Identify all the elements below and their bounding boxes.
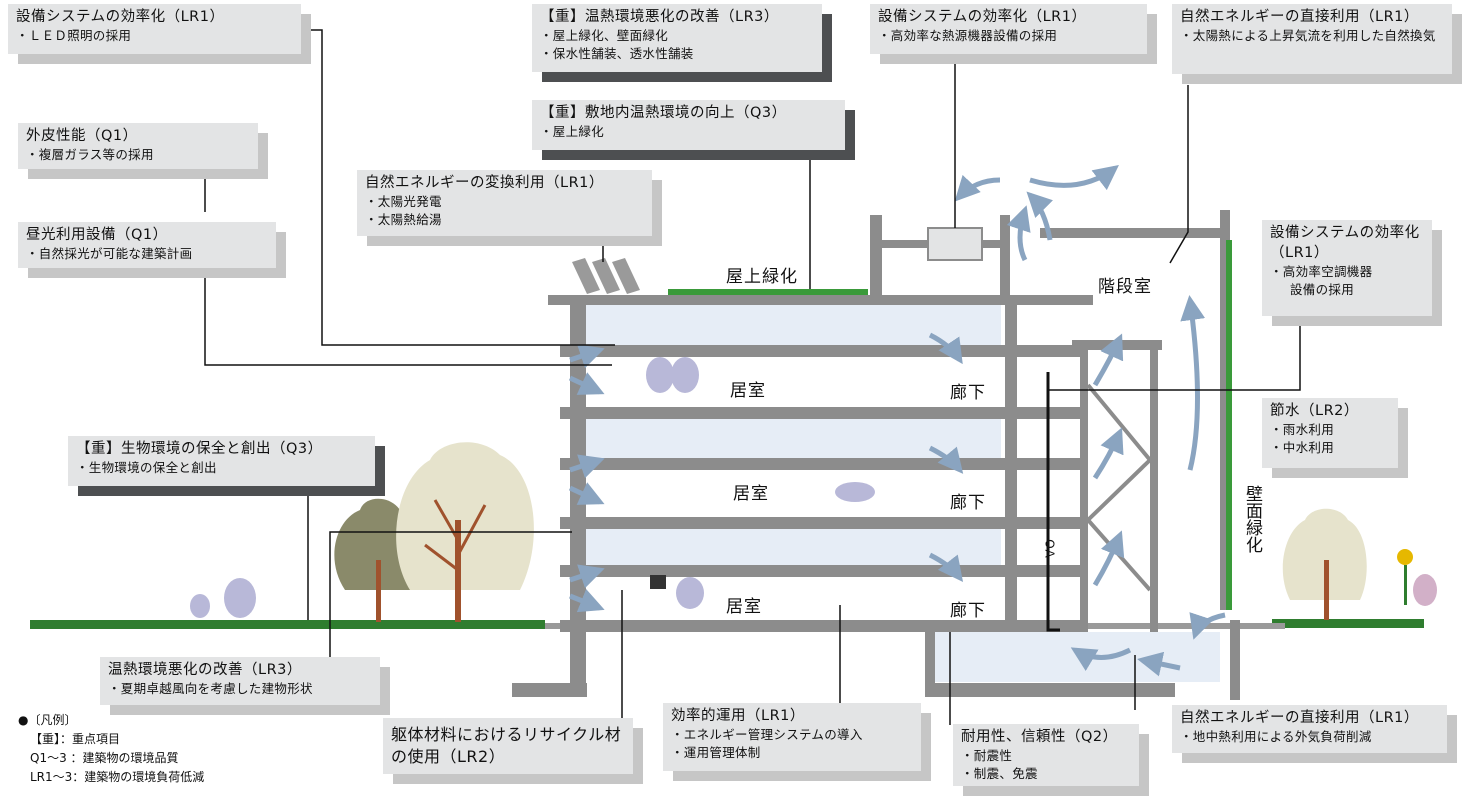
label-room-1: 居室 xyxy=(730,381,766,401)
callout-line: ・エネルギー管理システムの導入 xyxy=(671,727,863,742)
callout-heat-source: 設備システムの効率化（LR1） ・高効率な熱源機器設備の採用 xyxy=(870,4,1157,64)
callout-title: 昼光利用設備（Q1） xyxy=(26,227,168,243)
callout-line: ・ＬＥＤ照明の採用 xyxy=(16,28,132,43)
callout-daylight: 昼光利用設備（Q1） ・自然採光が可能な建築計画 xyxy=(18,222,286,278)
callout-operation: 効率的運用（LR1） ・エネルギー管理システムの導入 ・運用管理体制 xyxy=(663,703,931,781)
oa-duct xyxy=(1046,372,1060,632)
callout-line: ・太陽光発電 xyxy=(365,194,442,209)
legend-item: Q1～3 ：建築物の環境品質 xyxy=(30,751,179,765)
label-oa: OA xyxy=(1042,539,1057,559)
airflow-arrows xyxy=(568,164,1226,677)
label-room-3: 居室 xyxy=(726,597,762,617)
callout-site-thermal: 【重】敷地内温熱環境の向上（Q3） ・屋上緑化 xyxy=(532,100,855,160)
legend-header: ●〔凡例〕 xyxy=(18,713,77,727)
solar-panels xyxy=(572,258,640,294)
callout-line: ・太陽熱による上昇気流を利用した自然換気 xyxy=(1180,28,1436,43)
callout-title: 節水（LR2） xyxy=(1270,403,1359,419)
tree-light xyxy=(396,442,534,622)
pigeon-characters xyxy=(190,357,1437,618)
callout-title: 温熱環境悪化の改善（LR3） xyxy=(108,662,302,678)
callout-envelope: 外皮性能（Q1） ・複層ガラス等の採用 xyxy=(18,123,268,179)
callout-title: 外皮性能（Q1） xyxy=(26,128,138,144)
tree-right xyxy=(1282,508,1367,620)
callout-hvac: 設備システムの効率化（LR1） ・高効率空調機器 設備の採用 xyxy=(1262,220,1442,326)
label-stairwell: 階段室 xyxy=(1098,277,1152,297)
label-corridor-2: 廊下 xyxy=(950,493,986,513)
callout-solar: 自然エネルギーの変換利用（LR1） ・太陽光発電 ・太陽熱給湯 xyxy=(357,170,662,246)
callout-title: 耐用性、信頼性（Q2） xyxy=(961,729,1118,745)
callout-title: 自然エネルギーの変換利用（LR1） xyxy=(365,175,604,191)
callout-line: ・生物環境の保全と創出 xyxy=(76,460,217,475)
callout-title: 効率的運用（LR1） xyxy=(671,708,805,724)
callout-heat-island: 【重】温熱環境悪化の改善（LR3） ・屋上緑化、壁面緑化 ・保水性舗装、透水性舗… xyxy=(532,4,832,82)
rooftop-heat-source xyxy=(927,227,983,261)
callout-line: ・雨水利用 xyxy=(1270,422,1335,437)
callout-title: 設備システムの効率化（LR1） xyxy=(878,9,1087,25)
callout-line: ・太陽熱給湯 xyxy=(365,212,442,227)
callout-wind: 温熱環境悪化の改善（LR3） ・夏期卓越風向を考慮した建物形状 xyxy=(100,657,390,715)
callout-line: ・自然採光が可能な建築計画 xyxy=(26,246,193,261)
label-wall-greening: 壁面緑化 xyxy=(1242,485,1262,553)
callout-line: ・制震、免震 xyxy=(961,766,1038,781)
callout-title: 自然エネルギーの直接利用（LR1） xyxy=(1180,710,1419,726)
callout-line: ・保水性舗装、透水性舗装 xyxy=(540,46,694,61)
callout-water-saving: 節水（LR2） ・雨水利用 ・中水利用 xyxy=(1262,398,1408,478)
callout-natural-ventilation: 自然エネルギーの直接利用（LR1） ・太陽熱による上昇気流を利用した自然換気 xyxy=(1172,4,1462,84)
callout-title: 自然エネルギーの直接利用（LR1） xyxy=(1180,9,1419,25)
callout-line: ・中水利用 xyxy=(1270,440,1335,455)
callout-title: 【重】生物環境の保全と創出（Q3） xyxy=(76,441,323,457)
label-roof-greening: 屋上緑化 xyxy=(726,267,798,287)
legend-item: LR1～3：建築物の環境負荷低減 xyxy=(30,770,205,784)
callout-biotope: 【重】生物環境の保全と創出（Q3） ・生物環境の保全と創出 xyxy=(68,436,385,496)
callout-line: ・夏期卓越風向を考慮した建物形状 xyxy=(108,681,313,696)
callout-line: ・高効率空調機器 xyxy=(1270,264,1373,279)
wall-greenery xyxy=(1226,240,1232,610)
callout-line: ・複層ガラス等の採用 xyxy=(26,147,154,162)
callout-line: ・地中熱利用による外気負荷削減 xyxy=(1180,729,1372,744)
callout-title: 【重】温熱環境悪化の改善（LR3） xyxy=(540,9,779,25)
callout-line: 設備の採用 xyxy=(1290,282,1355,297)
stair-diagonals xyxy=(1085,383,1153,592)
callout-led-lighting: 設備システムの効率化（LR1） ・ＬＥＤ照明の採用 xyxy=(8,4,311,64)
callout-recycle: 躯体材料におけるリサイクル材の使用（LR2） xyxy=(383,718,643,784)
callout-title: 設備システムの効率化（LR1） xyxy=(16,9,225,25)
callout-line: ・高効率な熱源機器設備の採用 xyxy=(878,28,1058,43)
label-room-2: 居室 xyxy=(733,484,769,504)
callout-line: ・耐震性 xyxy=(961,748,1013,763)
label-corridor-1: 廊下 xyxy=(950,383,986,403)
callout-line: ・屋上緑化、壁面緑化 xyxy=(540,28,669,43)
callout-durability: 耐用性、信頼性（Q2） ・耐震性 ・制震、免震 xyxy=(953,724,1149,796)
legend: ●〔凡例〕 【重】：重点項目 Q1～3 ：建築物の環境品質 LR1～3：建築物の… xyxy=(18,711,204,787)
label-corridor-3: 廊下 xyxy=(950,601,986,621)
callout-title: 設備システムの効率化（LR1） xyxy=(1270,225,1420,261)
callout-line: ・屋上緑化 xyxy=(540,124,605,139)
callout-title: 【重】敷地内温熱環境の向上（Q3） xyxy=(540,105,787,121)
callout-geothermal: 自然エネルギーの直接利用（LR1） ・地中熱利用による外気負荷削減 xyxy=(1172,705,1457,763)
callout-title: 躯体材料におけるリサイクル材の使用（LR2） xyxy=(391,725,622,766)
callout-line: ・運用管理体制 xyxy=(671,745,761,760)
legend-item: 【重】：重点項目 xyxy=(30,732,121,746)
ground-greenery xyxy=(30,289,1424,629)
leader-lines xyxy=(204,29,1301,725)
